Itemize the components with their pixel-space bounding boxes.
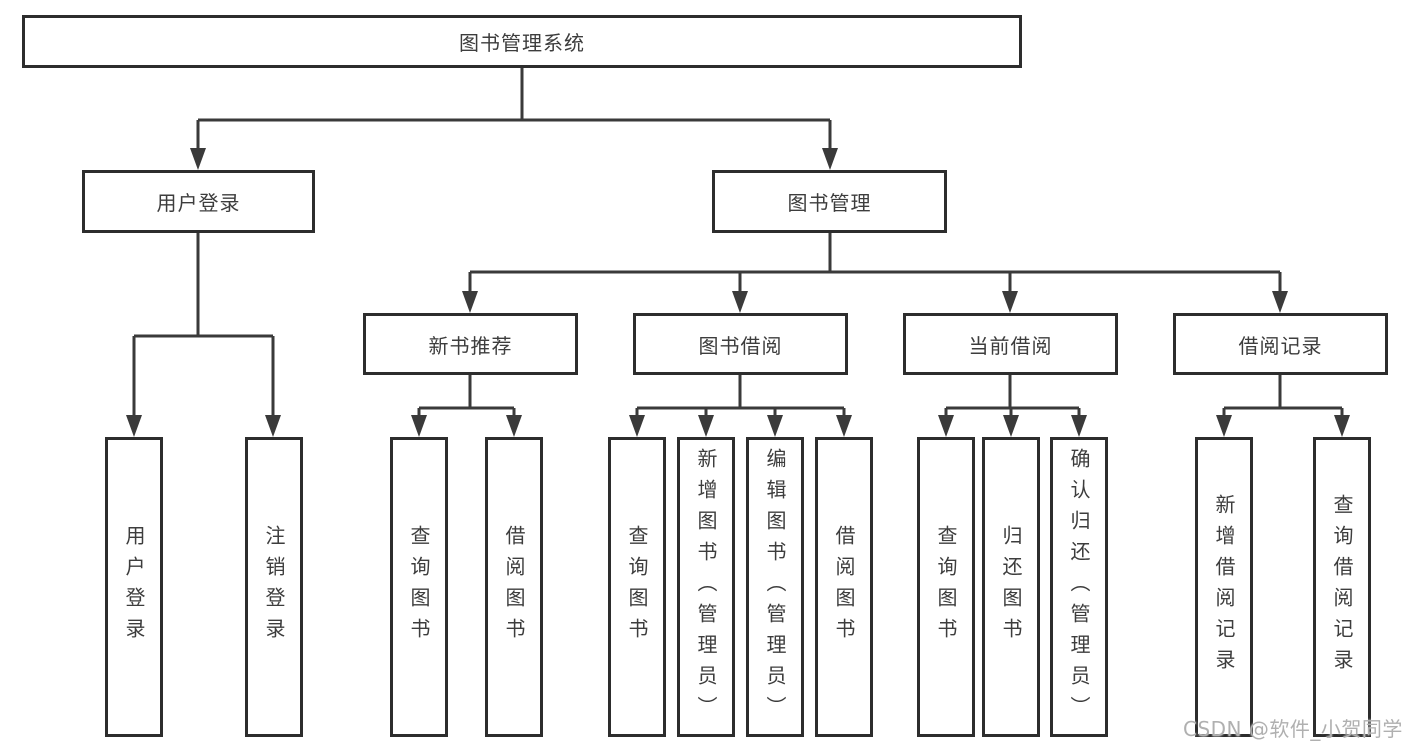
leaf-logout-label: 注销登录 [262,525,286,649]
arrowheads-records-leaves [1216,415,1350,437]
leaf-current-return: 归还图书 [982,437,1040,737]
leaf-current-query-label: 查询图书 [934,525,958,649]
connector-bookborrow-to-leaves [635,375,846,416]
leaf-borrow-edit-admin: 编辑图书（管理员） [746,437,804,737]
leaf-borrow-book: 借阅图书 [815,437,873,737]
leaf-records-add-label: 新增借阅记录 [1212,494,1236,680]
connector-bookmgmt-to-level3 [468,233,1282,292]
leaf-newbooks-query: 查询图书 [390,437,448,737]
node-new-book-recommend-label: 新书推荐 [428,333,513,358]
csdn-watermark: CSDN @软件_小贺同学 [1183,717,1403,741]
leaf-records-add: 新增借阅记录 [1195,437,1253,737]
leaf-newbooks-borrow-label: 借阅图书 [502,525,526,649]
leaf-borrow-query-label: 查询图书 [625,525,649,649]
leaf-borrow-query: 查询图书 [608,437,666,737]
node-root-label: 图书管理系统 [459,31,585,55]
connector-currentborrow-to-leaves [944,375,1081,416]
leaf-logout: 注销登录 [245,437,303,737]
arrowheads-level3 [462,291,1288,313]
node-current-borrow-label: 当前借阅 [968,333,1053,358]
leaf-current-return-label: 归还图书 [999,525,1023,649]
leaf-user-login-label: 用户登录 [122,525,146,649]
node-new-book-recommend: 新书推荐 [363,313,578,375]
node-root: 图书管理系统 [22,15,1022,68]
leaf-user-login: 用户登录 [105,437,163,737]
arrowheads-userlogin-leaves [126,415,281,437]
arrowheads-bookborrow-leaves [629,415,852,437]
leaf-borrow-book-label: 借阅图书 [832,525,856,649]
arrowheads-level2 [190,148,838,170]
node-book-borrow: 图书借阅 [633,313,848,375]
node-book-borrow-label: 图书借阅 [698,333,783,358]
leaf-borrow-edit-admin-label: 编辑图书（管理员） [763,447,787,727]
connector-newbooks-to-leaves [417,375,516,416]
node-book-management-label: 图书管理 [787,191,872,215]
node-borrow-records-label: 借阅记录 [1238,333,1323,358]
leaf-borrow-add-admin: 新增图书（管理员） [677,437,735,737]
node-user-login: 用户登录 [82,170,315,233]
node-borrow-records: 借阅记录 [1173,313,1388,375]
leaf-current-confirm-admin: 确认归还（管理员） [1050,437,1108,737]
node-book-management: 图书管理 [712,170,947,233]
node-current-borrow: 当前借阅 [903,313,1118,375]
leaf-newbooks-borrow: 借阅图书 [485,437,543,737]
leaf-current-confirm-admin-label: 确认归还（管理员） [1067,447,1091,727]
leaf-current-query: 查询图书 [917,437,975,737]
connector-records-to-leaves [1222,375,1344,416]
connector-userlogin-to-leaves [132,233,275,416]
leaf-newbooks-query-label: 查询图书 [407,525,431,649]
node-user-login-label: 用户登录 [156,191,241,215]
arrowheads-newbooks-leaves [411,415,522,437]
arrowheads-currentborrow-leaves [938,415,1087,437]
leaf-records-query-label: 查询借阅记录 [1330,494,1354,680]
leaf-records-query: 查询借阅记录 [1313,437,1371,737]
leaf-borrow-add-admin-label: 新增图书（管理员） [694,447,718,727]
connector-root-to-level2 [196,68,832,149]
